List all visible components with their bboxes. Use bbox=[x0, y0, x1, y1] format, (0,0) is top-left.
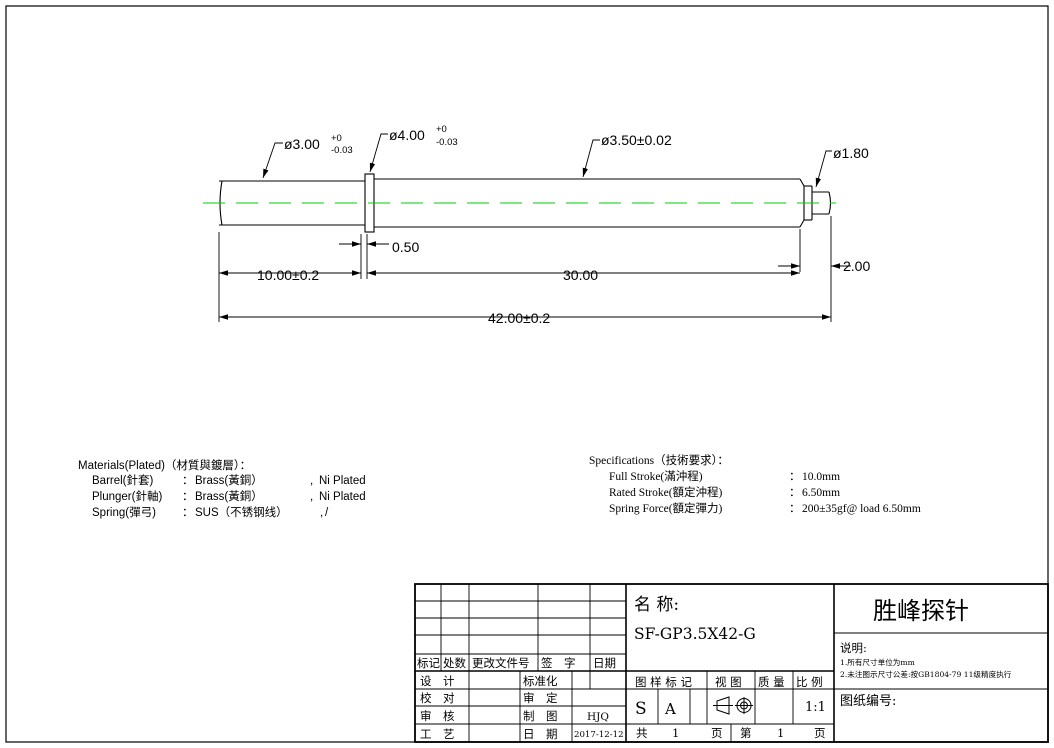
spec-value: 6.50mm bbox=[802, 487, 841, 499]
dim-len42: 42.00±0.2 bbox=[488, 310, 550, 326]
rev-header-mark: 标记 bbox=[417, 656, 440, 670]
note-2: 2.未注图示尺寸公差:按GB1804-79 11级精度执行 bbox=[840, 669, 1012, 679]
spec-row-full-stroke: Full Stroke(滿沖程) ：10.0mm bbox=[609, 469, 840, 485]
material-plating: Ni Plated bbox=[319, 475, 366, 487]
material-part: Barrel(針套) bbox=[92, 475, 154, 487]
role-design: 设 计 bbox=[420, 674, 455, 688]
material-comma: , bbox=[310, 475, 314, 487]
material-part: Spring(彈弓) bbox=[92, 507, 156, 519]
spec-value: 10.0mm bbox=[802, 471, 841, 483]
dim-len30: 30.00 bbox=[563, 267, 598, 283]
title-block-grid bbox=[414, 583, 1049, 743]
total-count: 1 bbox=[672, 726, 679, 740]
material-sep: ： bbox=[182, 491, 194, 503]
material-comma: , bbox=[320, 507, 324, 519]
spec-label: Spring Force(額定彈力) bbox=[609, 503, 723, 515]
role-process: 工 艺 bbox=[420, 727, 455, 741]
spec-label: Full Stroke(滿沖程) bbox=[609, 471, 703, 483]
total-label: 共 bbox=[636, 726, 648, 740]
role-review: 审 核 bbox=[420, 709, 455, 723]
scale-header: 比 例 bbox=[796, 675, 823, 689]
material-name: SUS（不锈钢线） bbox=[195, 507, 288, 519]
spec-label: Rated Stroke(額定沖程) bbox=[609, 487, 723, 499]
role-check: 校 对 bbox=[420, 691, 455, 705]
sheet-border bbox=[5, 5, 1049, 743]
dim-flange: 0.50 bbox=[392, 239, 419, 255]
rev-header-sign: 签 字 bbox=[541, 656, 576, 670]
pogo-pin-drawing bbox=[203, 133, 851, 322]
role-drafting: 制 图 bbox=[523, 709, 558, 723]
dim-len10: 10.00±0.2 bbox=[257, 267, 319, 283]
material-sep: ： bbox=[182, 475, 194, 487]
dim-d400-tol-lower: -0.03 bbox=[436, 137, 458, 148]
materials-heading: Materials(Plated)（材質與鍍層）： bbox=[78, 460, 252, 472]
projection-symbol-icon bbox=[713, 696, 753, 715]
dim-d400: ø4.00 bbox=[389, 127, 425, 143]
dim-len2: 2.00 bbox=[843, 258, 870, 274]
part-number: SF-GP3.5X42-G bbox=[634, 625, 756, 643]
materials-row-spring: Spring(彈弓) ：SUS（不锈钢线）,/ bbox=[92, 505, 328, 521]
title-block-texts: 标记 处数 更改文件号 签 字 日期 设 计 校 对 审 核 工 艺 标准化 审… bbox=[417, 595, 1012, 741]
dim-d300: ø3.00 bbox=[284, 136, 320, 152]
total-unit: 页 bbox=[711, 726, 723, 740]
spec-sep: ： bbox=[789, 487, 801, 499]
material-part: Plunger(針軸) bbox=[92, 491, 163, 503]
role-standardization: 标准化 bbox=[523, 674, 558, 688]
material-name: Brass(黃銅） bbox=[195, 491, 263, 503]
material-plating: / bbox=[325, 507, 329, 519]
materials-block: Materials(Plated)（材質與鍍層）： bbox=[78, 458, 251, 474]
material-sep: ： bbox=[182, 507, 194, 519]
spec-row-rated-stroke: Rated Stroke(額定沖程) ：6.50mm bbox=[609, 485, 840, 501]
view-header: 视 图 bbox=[715, 675, 742, 689]
dim-d180: ø1.80 bbox=[833, 145, 869, 161]
spec-sep: ： bbox=[789, 503, 801, 515]
rev-header-docno: 更改文件号 bbox=[472, 656, 530, 670]
name-label: 名 称: bbox=[634, 595, 679, 615]
dim-d400-tol-upper: +0 bbox=[436, 124, 447, 135]
drawing-date: 2017-12-12 bbox=[574, 730, 624, 740]
weight-header: 质 量 bbox=[758, 675, 785, 689]
rev-header-date: 日期 bbox=[593, 656, 616, 670]
spec-row-spring-force: Spring Force(額定彈力) ：200±35gf@ load 6.50mm bbox=[609, 501, 921, 517]
dim-d300-tol-upper: +0 bbox=[331, 133, 342, 144]
rev-header-count: 处数 bbox=[443, 656, 466, 670]
dimension-texts: ø3.00 +0 -0.03 ø4.00 +0 -0.03 ø3.50±0.02… bbox=[257, 124, 870, 326]
materials-row-plunger: Plunger(針軸) ：Brass(黃銅）, Ni Plated bbox=[92, 489, 366, 505]
sheet-count: 1 bbox=[777, 726, 784, 740]
material-comma: , bbox=[310, 491, 314, 503]
company-name: 胜峰探针 bbox=[873, 597, 969, 625]
note-1: 1.所有尺寸单位为mm bbox=[840, 657, 915, 667]
stage-a: A bbox=[664, 700, 676, 718]
stage-s: S bbox=[635, 699, 647, 719]
specifications-heading: Specifications（技術要求）： bbox=[589, 455, 729, 467]
sheet-unit: 页 bbox=[814, 726, 826, 740]
material-plating: Ni Plated bbox=[319, 491, 366, 503]
dim-d300-tol-lower: -0.03 bbox=[331, 145, 353, 156]
spec-sep: ： bbox=[789, 471, 801, 483]
materials-row-barrel: Barrel(針套) ：Brass(黃銅）, Ni Plated bbox=[92, 473, 366, 489]
dim-d350: ø3.50±0.02 bbox=[601, 132, 672, 148]
role-date: 日 期 bbox=[523, 727, 558, 741]
spec-value: 200±35gf@ load 6.50mm bbox=[802, 503, 921, 515]
stage-mark-header: 图 样 标 记 bbox=[635, 675, 692, 689]
dimension-lines bbox=[219, 241, 851, 320]
scale-value: 1:1 bbox=[805, 700, 826, 715]
leader-lines bbox=[262, 133, 832, 188]
drawing-no-label: 图纸编号: bbox=[840, 694, 896, 709]
role-approve: 审 定 bbox=[523, 691, 558, 705]
drafter-initials: HJQ bbox=[587, 711, 609, 723]
sheet-label: 第 bbox=[740, 726, 752, 740]
notes-title: 说明: bbox=[840, 641, 867, 655]
material-name: Brass(黃銅） bbox=[195, 475, 263, 487]
